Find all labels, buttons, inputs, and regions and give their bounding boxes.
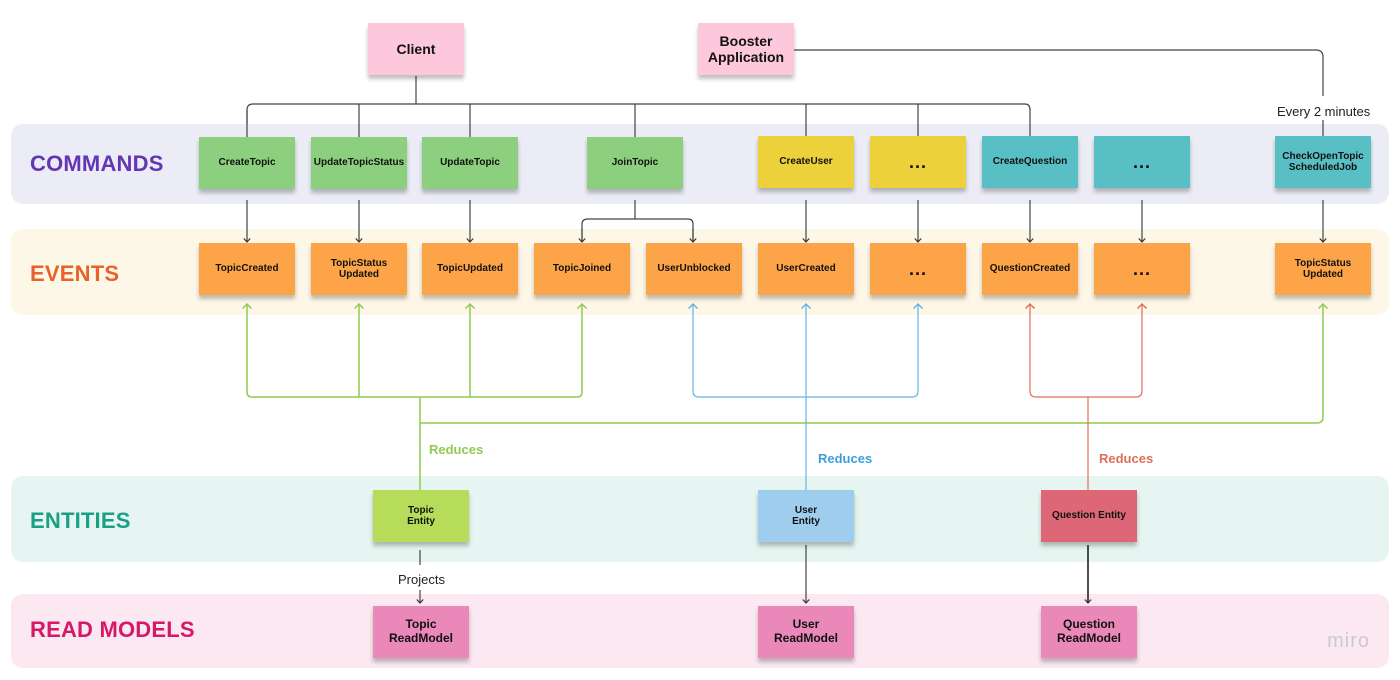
topic-created-event[interactable]: TopicCreated <box>199 243 295 295</box>
user-reduces-label: Reduces <box>818 451 873 466</box>
read-models-band-title: READ MODELS <box>30 617 195 642</box>
more-question-commands[interactable]: ... <box>1094 136 1190 188</box>
more-question-events[interactable]: ... <box>1094 243 1190 295</box>
booster-application-note[interactable]: Booster Application <box>698 23 794 75</box>
events-band-title: EVENTS <box>30 261 120 286</box>
entities-band <box>11 476 1389 562</box>
create-user-command[interactable]: CreateUser <box>758 136 854 188</box>
topic-reduces-label: Reduces <box>429 442 484 457</box>
user-created-event[interactable]: UserCreated <box>758 243 854 295</box>
create-topic-command[interactable]: CreateTopic <box>199 137 295 189</box>
client-note[interactable]: Client <box>368 23 464 75</box>
join-topic-command[interactable]: JoinTopic <box>587 137 683 189</box>
user-unblocked-event[interactable]: UserUnblocked <box>646 243 742 295</box>
user-read-model[interactable]: User ReadModel <box>758 606 854 658</box>
topic-read-model[interactable]: Topic ReadModel <box>373 606 469 658</box>
user-entity[interactable]: User Entity <box>758 490 854 542</box>
schedule-label: Every 2 minutes <box>1277 104 1371 119</box>
update-topic-status-command[interactable]: UpdateTopicStatus <box>311 137 407 189</box>
projects-label: Projects <box>398 572 445 587</box>
question-entity[interactable]: Question Entity <box>1041 490 1137 542</box>
topic-status-updated-event[interactable]: TopicStatus Updated <box>311 243 407 295</box>
question-read-model[interactable]: Question ReadModel <box>1041 606 1137 658</box>
check-open-topic-scheduled-job[interactable]: CheckOpenTopic ScheduledJob <box>1275 136 1371 188</box>
topic-updated-event[interactable]: TopicUpdated <box>422 243 518 295</box>
update-topic-command[interactable]: UpdateTopic <box>422 137 518 189</box>
scheduled-topic-status-updated-event[interactable]: TopicStatus Updated <box>1275 243 1371 295</box>
more-user-events[interactable]: ... <box>870 243 966 295</box>
command-event-arrows <box>243 200 1327 243</box>
entities-band-title: ENTITIES <box>30 508 131 533</box>
client-fanout-lines <box>246 49 1324 137</box>
topic-joined-event[interactable]: TopicJoined <box>534 243 630 295</box>
more-user-commands[interactable]: ... <box>870 136 966 188</box>
question-reduces-lines <box>1030 304 1142 490</box>
read-models-band <box>11 594 1389 668</box>
topic-reduces-lines <box>247 304 1323 490</box>
entity-readmodel-arrows <box>416 545 1092 604</box>
question-reduces-label: Reduces <box>1099 451 1154 466</box>
topic-entity[interactable]: Topic Entity <box>373 490 469 542</box>
user-reduces-lines <box>693 304 918 490</box>
miro-watermark: miro <box>1327 630 1370 652</box>
question-created-event[interactable]: QuestionCreated <box>982 243 1078 295</box>
create-question-command[interactable]: CreateQuestion <box>982 136 1078 188</box>
commands-band-title: COMMANDS <box>30 151 164 176</box>
